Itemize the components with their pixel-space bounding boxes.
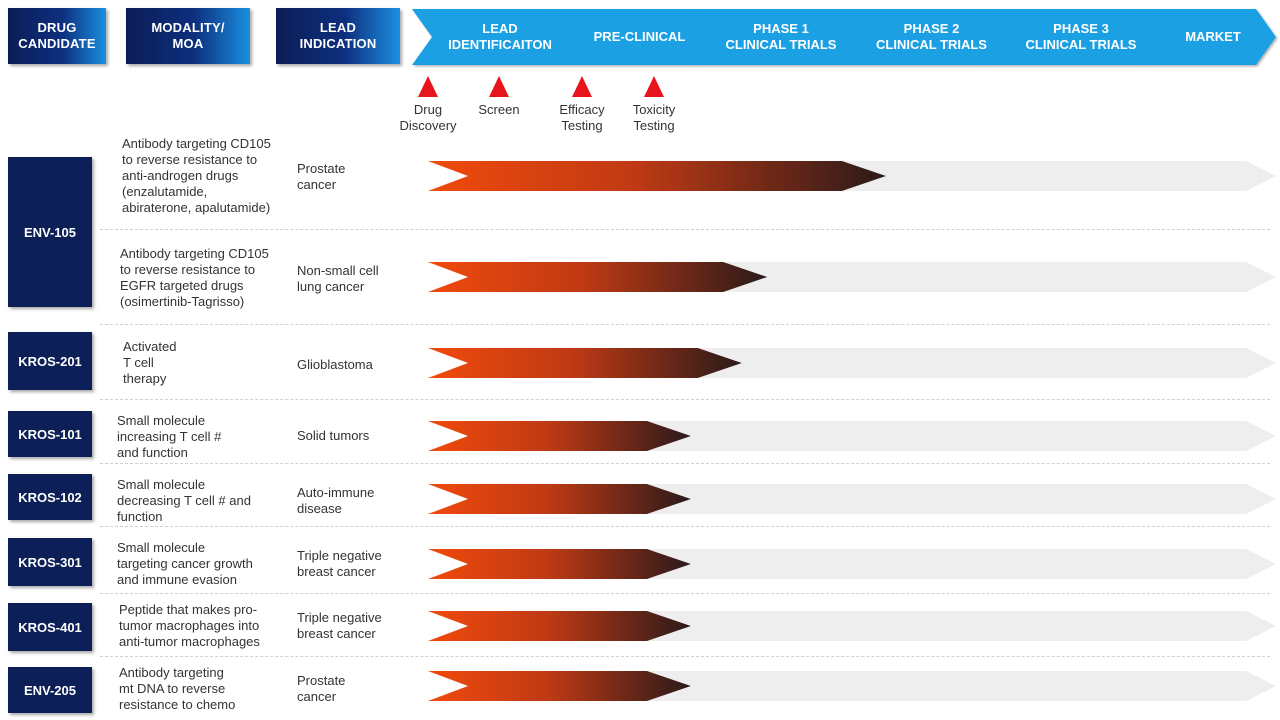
milestone-triangle-drug-discovery <box>418 76 438 97</box>
drug-box-kros-401: KROS-401 <box>8 603 92 651</box>
drug-box-kros-101: KROS-101 <box>8 411 92 457</box>
row-separator-1 <box>100 229 1270 230</box>
header-drug-candidate: DRUG CANDIDATE <box>8 8 106 64</box>
header-lead-indication: LEAD INDICATION <box>276 8 400 64</box>
milestone-triangle-efficacy-testing <box>572 76 592 97</box>
progress-bar-3 <box>428 348 742 378</box>
phase-label-market: MARKET <box>1185 28 1241 44</box>
header-lead-indication-label: LEAD INDICATION <box>299 20 377 51</box>
indication-text-2: Non-small cell lung cancer <box>297 263 379 294</box>
progress-bar-4 <box>428 421 691 451</box>
drug-box-kros-102: KROS-102 <box>8 474 92 520</box>
moa-text-3: Activated T cell therapy <box>123 339 177 386</box>
moa-text-1: Antibody targeting CD105 to reverse resi… <box>122 136 271 215</box>
row-separator-3 <box>100 399 1270 400</box>
indication-text-7: Triple negative breast cancer <box>297 610 382 641</box>
milestone-triangle-toxicity-testing <box>644 76 664 97</box>
row-separator-4 <box>100 463 1270 464</box>
milestone-label-drug-discovery: Drug Discovery <box>399 102 457 133</box>
phase-chevron-market <box>1140 9 1276 65</box>
moa-text-6: Small molecule targeting cancer growth a… <box>117 540 253 587</box>
indication-text-5: Auto-immune disease <box>297 485 375 516</box>
header-modality: MODALITY/ MOA <box>126 8 250 64</box>
progress-bar-6 <box>428 549 691 579</box>
row-separator-6 <box>100 593 1270 594</box>
phase-chevron-strip <box>412 9 1276 65</box>
drug-box-kros-201: KROS-201 <box>8 332 92 390</box>
milestone-label-toxicity-testing: Toxicity Testing <box>632 102 676 133</box>
phase-chevron-phase-2-clinical-trials <box>841 9 1012 65</box>
phase-chevron-lead-identificaiton <box>412 9 578 65</box>
header-drug-candidate-label: DRUG CANDIDATE <box>18 20 96 51</box>
row-separator-7 <box>100 656 1270 657</box>
progress-bar-8 <box>428 671 691 701</box>
phase-label-phase-3-clinical-trials: PHASE 3 CLINICAL TRIALS <box>1025 20 1137 52</box>
progress-bar-7 <box>428 611 691 641</box>
milestone-label-efficacy-testing: Efficacy Testing <box>559 102 605 133</box>
phase-chevron-phase-1-clinical-trials <box>690 9 862 65</box>
row-separator-5 <box>100 526 1270 527</box>
indication-text-8: Prostate cancer <box>297 673 346 704</box>
indication-text-1: Prostate cancer <box>297 161 346 192</box>
drug-box-kros-301: KROS-301 <box>8 538 92 586</box>
milestone-label-screen: Screen <box>478 102 520 117</box>
phase-label-lead-identificaiton: LEAD IDENTIFICAITON <box>448 20 552 52</box>
drug-box-env-105: ENV-105 <box>8 157 92 307</box>
phase-chevron-pre-clinical <box>557 9 712 65</box>
header-modality-label: MODALITY/ MOA <box>151 20 225 51</box>
progress-bar-1 <box>428 161 886 191</box>
phase-label-phase-2-clinical-trials: PHASE 2 CLINICAL TRIALS <box>876 20 987 52</box>
indication-text-3: Glioblastoma <box>297 357 373 372</box>
indication-text-4: Solid tumors <box>297 428 370 443</box>
milestone-markers <box>418 76 664 97</box>
row-separator-2 <box>100 324 1270 325</box>
moa-text-8: Antibody targeting mt DNA to reverse res… <box>119 665 236 712</box>
moa-text-2: Antibody targeting CD105 to reverse resi… <box>120 246 269 309</box>
progress-bar-5 <box>428 484 691 514</box>
progress-bar-2 <box>428 262 768 292</box>
phase-label-phase-1-clinical-trials: PHASE 1 CLINICAL TRIALS <box>725 20 837 52</box>
moa-text-5: Small molecule decreasing T cell # and f… <box>117 477 251 524</box>
phase-chevron-phase-3-clinical-trials <box>990 9 1162 65</box>
moa-text-7: Peptide that makes pro- tumor macrophage… <box>119 602 260 649</box>
milestone-triangle-screen <box>489 76 509 97</box>
moa-text-4: Small molecule increasing T cell # and f… <box>117 413 222 460</box>
phase-label-pre-clinical: PRE-CLINICAL <box>593 28 686 44</box>
indication-text-6: Triple negative breast cancer <box>297 548 382 579</box>
drug-box-env-205: ENV-205 <box>8 667 92 713</box>
